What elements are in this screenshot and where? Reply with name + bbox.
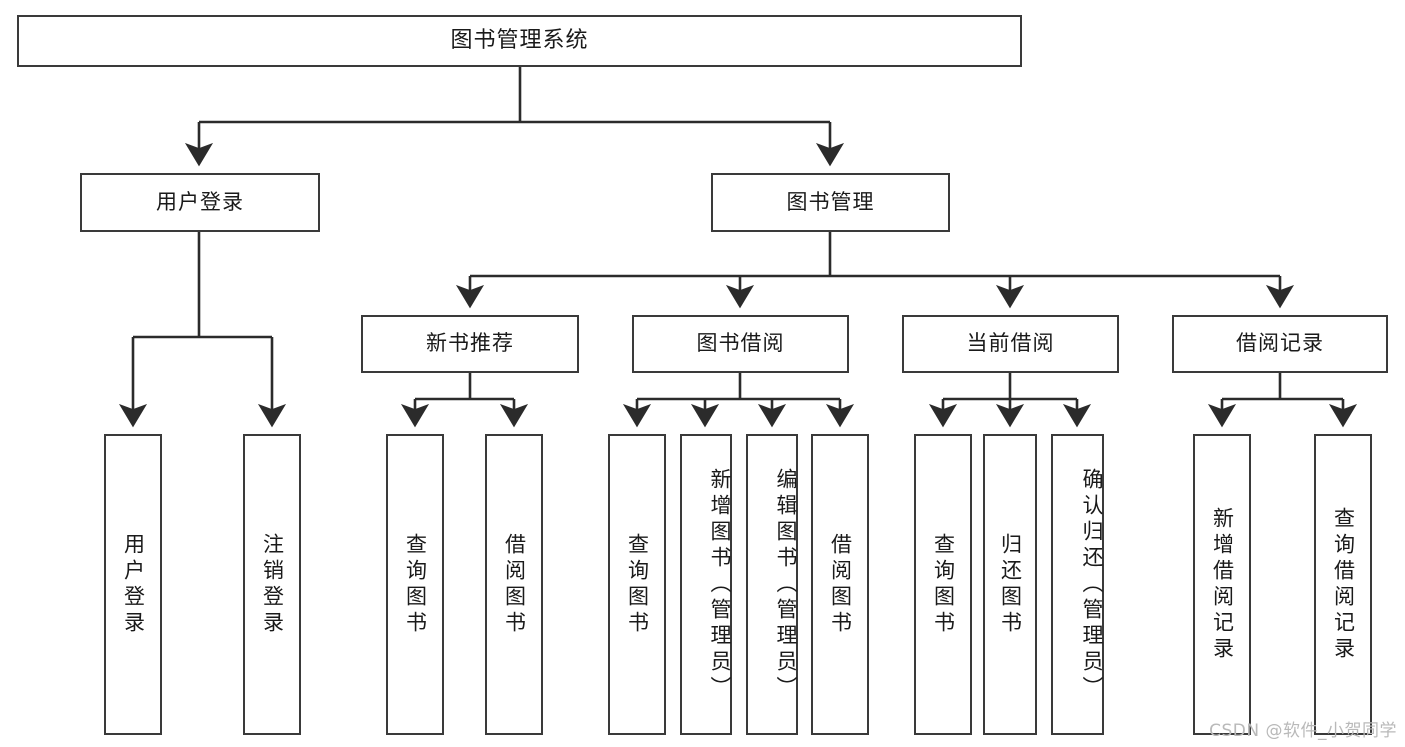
leaf-logout-login[interactable]: 注销登录 bbox=[243, 434, 301, 735]
node-label: 用户登录 bbox=[156, 189, 244, 214]
node-label: 当前借阅 bbox=[966, 331, 1055, 356]
node-user-login[interactable]: 用户登录 bbox=[80, 173, 320, 232]
node-label: 新增借阅记录 bbox=[1210, 506, 1235, 663]
node-label: 新书推荐 bbox=[426, 331, 514, 356]
node-label: 图书管理系统 bbox=[450, 27, 589, 53]
leaf-query-borrow-record[interactable]: 查询借阅记录 bbox=[1314, 434, 1372, 735]
node-label: 查询借阅记录 bbox=[1331, 506, 1356, 663]
node-label: 编辑图书（管理员） bbox=[774, 467, 798, 702]
node-borrow-record[interactable]: 借阅记录 bbox=[1172, 315, 1388, 373]
leaf-confirm-return-admin[interactable]: 确认归还（管理员） bbox=[1051, 434, 1104, 735]
leaf-add-book-admin[interactable]: 新增图书（管理员） bbox=[680, 434, 732, 735]
node-label: 新增图书（管理员） bbox=[708, 467, 732, 702]
leaf-query-book-current[interactable]: 查询图书 bbox=[914, 434, 972, 735]
node-label: 图书管理 bbox=[786, 189, 875, 214]
node-label: 图书借阅 bbox=[696, 331, 785, 356]
node-label: 查询图书 bbox=[625, 532, 650, 637]
leaf-query-book-recommend[interactable]: 查询图书 bbox=[386, 434, 444, 735]
leaf-add-borrow-record[interactable]: 新增借阅记录 bbox=[1193, 434, 1251, 735]
node-label: 归还图书 bbox=[998, 532, 1023, 637]
node-book-management[interactable]: 图书管理 bbox=[711, 173, 950, 232]
node-label: 确认归还（管理员） bbox=[1080, 467, 1104, 702]
leaf-borrow-book-borrow[interactable]: 借阅图书 bbox=[811, 434, 869, 735]
node-label: 注销登录 bbox=[260, 532, 285, 637]
node-label: 借阅记录 bbox=[1236, 331, 1324, 356]
node-root-book-management-system[interactable]: 图书管理系统 bbox=[17, 15, 1022, 67]
node-current-borrow[interactable]: 当前借阅 bbox=[902, 315, 1119, 373]
node-book-borrow[interactable]: 图书借阅 bbox=[632, 315, 849, 373]
node-label: 查询图书 bbox=[931, 532, 956, 637]
node-label: 查询图书 bbox=[403, 532, 428, 637]
leaf-query-book-borrow[interactable]: 查询图书 bbox=[608, 434, 666, 735]
node-label: 用户登录 bbox=[121, 532, 146, 637]
node-label: 借阅图书 bbox=[502, 532, 527, 637]
leaf-edit-book-admin[interactable]: 编辑图书（管理员） bbox=[746, 434, 798, 735]
leaf-borrow-book-recommend[interactable]: 借阅图书 bbox=[485, 434, 543, 735]
node-new-book-recommend[interactable]: 新书推荐 bbox=[361, 315, 579, 373]
leaf-user-login[interactable]: 用户登录 bbox=[104, 434, 162, 735]
watermark-text: CSDN @软件_小贺同学 bbox=[1209, 721, 1397, 741]
leaf-return-book[interactable]: 归还图书 bbox=[983, 434, 1037, 735]
node-label: 借阅图书 bbox=[828, 532, 853, 637]
